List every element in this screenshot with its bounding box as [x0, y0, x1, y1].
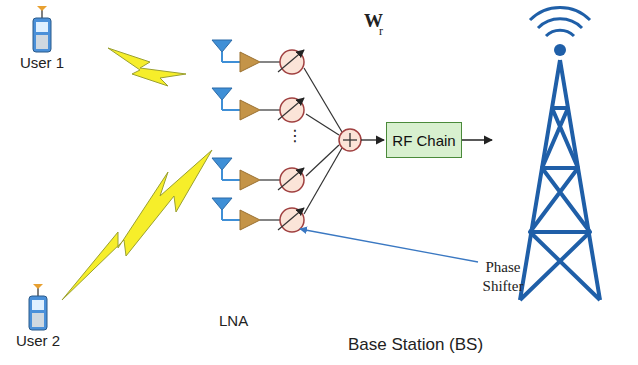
- component-label: Phase Shifter: [472, 258, 534, 296]
- station-label: Base Station (BS): [348, 335, 483, 355]
- rf-chain-box: RF Chain: [386, 122, 462, 158]
- box-label: RF Chain: [392, 132, 455, 149]
- phone-icon: [27, 4, 57, 54]
- subscript: r: [379, 24, 383, 39]
- ellipsis: ⋮: [287, 126, 303, 145]
- user-label: User 2: [6, 332, 70, 349]
- user-device: User 2: [6, 282, 70, 349]
- user-label: User 1: [10, 54, 74, 71]
- component-label: LNA: [219, 312, 248, 329]
- phone-icon: [23, 282, 53, 332]
- user-device: User 1: [10, 4, 74, 71]
